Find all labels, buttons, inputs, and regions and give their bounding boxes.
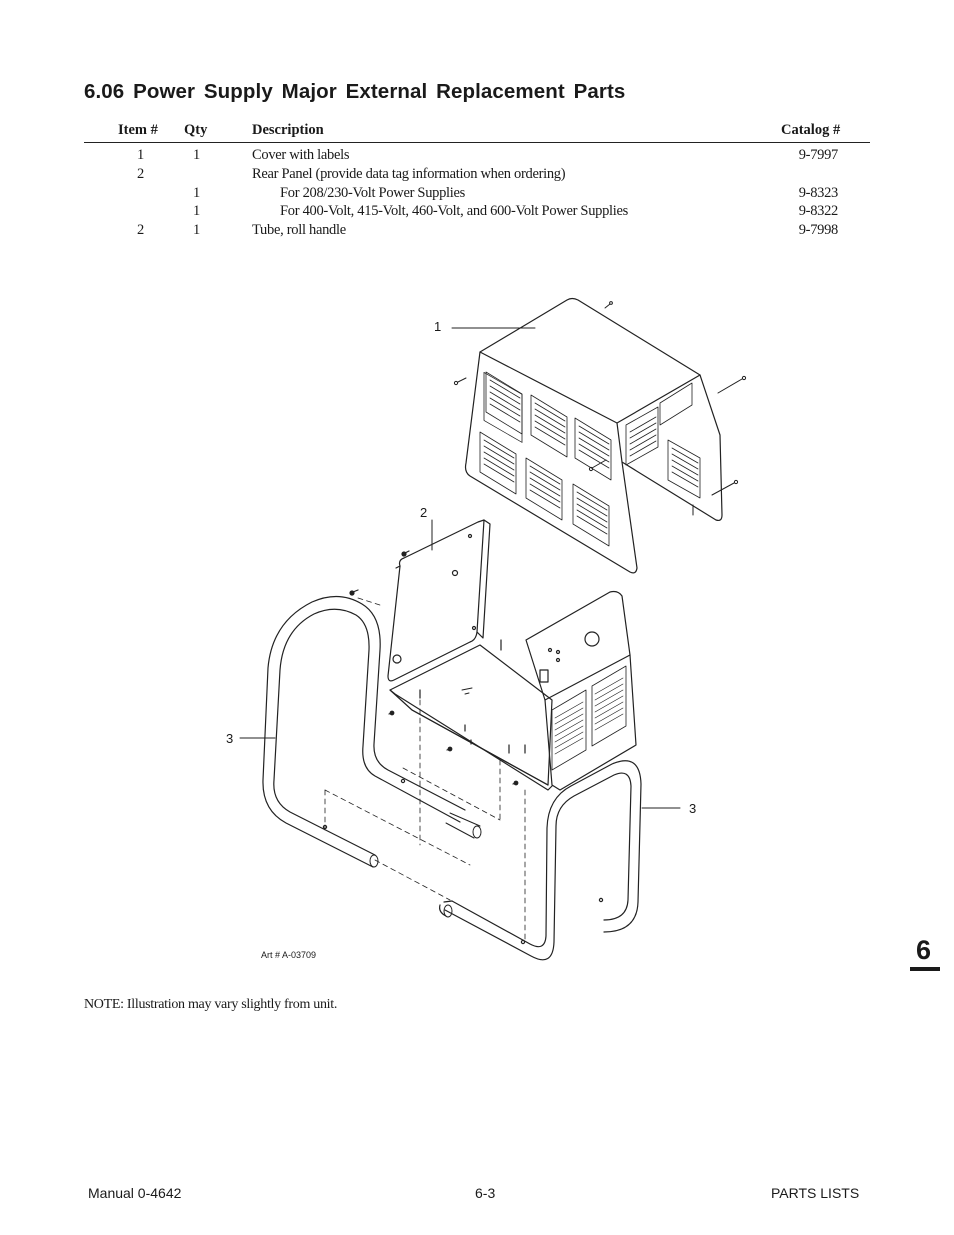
- right-handle-tube: [439, 760, 642, 961]
- row-item: 2: [137, 222, 144, 238]
- handle-tube-sleeves: [369, 812, 482, 918]
- left-handle-tube: [262, 595, 466, 868]
- row-description: Cover with labels: [252, 147, 350, 163]
- callout-item-3-left: 3: [226, 731, 234, 746]
- chapter-tab-number: 6: [916, 935, 932, 965]
- cover-vent-louvers: [479, 371, 701, 547]
- art-number: Art # A-03709: [261, 950, 317, 960]
- row-qty: 1: [193, 203, 200, 219]
- callout-item-2: 2: [420, 505, 428, 520]
- header-description: Description: [252, 122, 324, 138]
- row-qty: 1: [193, 222, 200, 238]
- callout-item-1: 1: [434, 319, 442, 334]
- header-item: Item #: [118, 122, 158, 138]
- row-qty: 1: [193, 147, 200, 163]
- handle-mounting-holes: [322, 778, 604, 945]
- row-description: Rear Panel (provide data tag information…: [252, 166, 566, 182]
- footer-manual-number: Manual 0-4642: [88, 1185, 182, 1201]
- illustration-note: NOTE: Illustration may vary slightly fro…: [84, 997, 338, 1012]
- row-catalog: 9-7997: [798, 147, 839, 163]
- row-description: For 208/230-Volt Power Supplies: [280, 185, 465, 201]
- chapter-tab-bar: [910, 967, 940, 971]
- row-item: 2: [137, 166, 144, 182]
- section-title: 6.06 Power Supply Major External Replace…: [84, 80, 626, 103]
- assembly-guide-lines: [324, 597, 526, 941]
- footer-section-name: PARTS LISTS: [771, 1185, 860, 1201]
- row-catalog: 9-8322: [798, 203, 839, 219]
- row-description: Tube, roll handle: [252, 222, 346, 238]
- footer-page-number: 6-3: [475, 1185, 496, 1201]
- row-catalog: 9-8323: [798, 185, 839, 201]
- cover-illustration: [453, 297, 747, 574]
- rear-panel-illustration: [349, 519, 491, 682]
- callout-item-3-right: 3: [689, 801, 697, 816]
- header-qty: Qty: [184, 122, 208, 138]
- row-catalog: 9-7998: [798, 222, 839, 238]
- cover-screws: [453, 301, 747, 516]
- row-description: For 400-Volt, 415-Volt, 460-Volt, and 60…: [280, 203, 628, 219]
- table-header-rule: [84, 142, 870, 143]
- header-catalog: Catalog #: [781, 122, 841, 138]
- callout-leader-lines: [239, 327, 681, 809]
- row-item: 1: [137, 147, 144, 163]
- row-qty: 1: [193, 185, 200, 201]
- base-assembly-illustration: [388, 590, 637, 791]
